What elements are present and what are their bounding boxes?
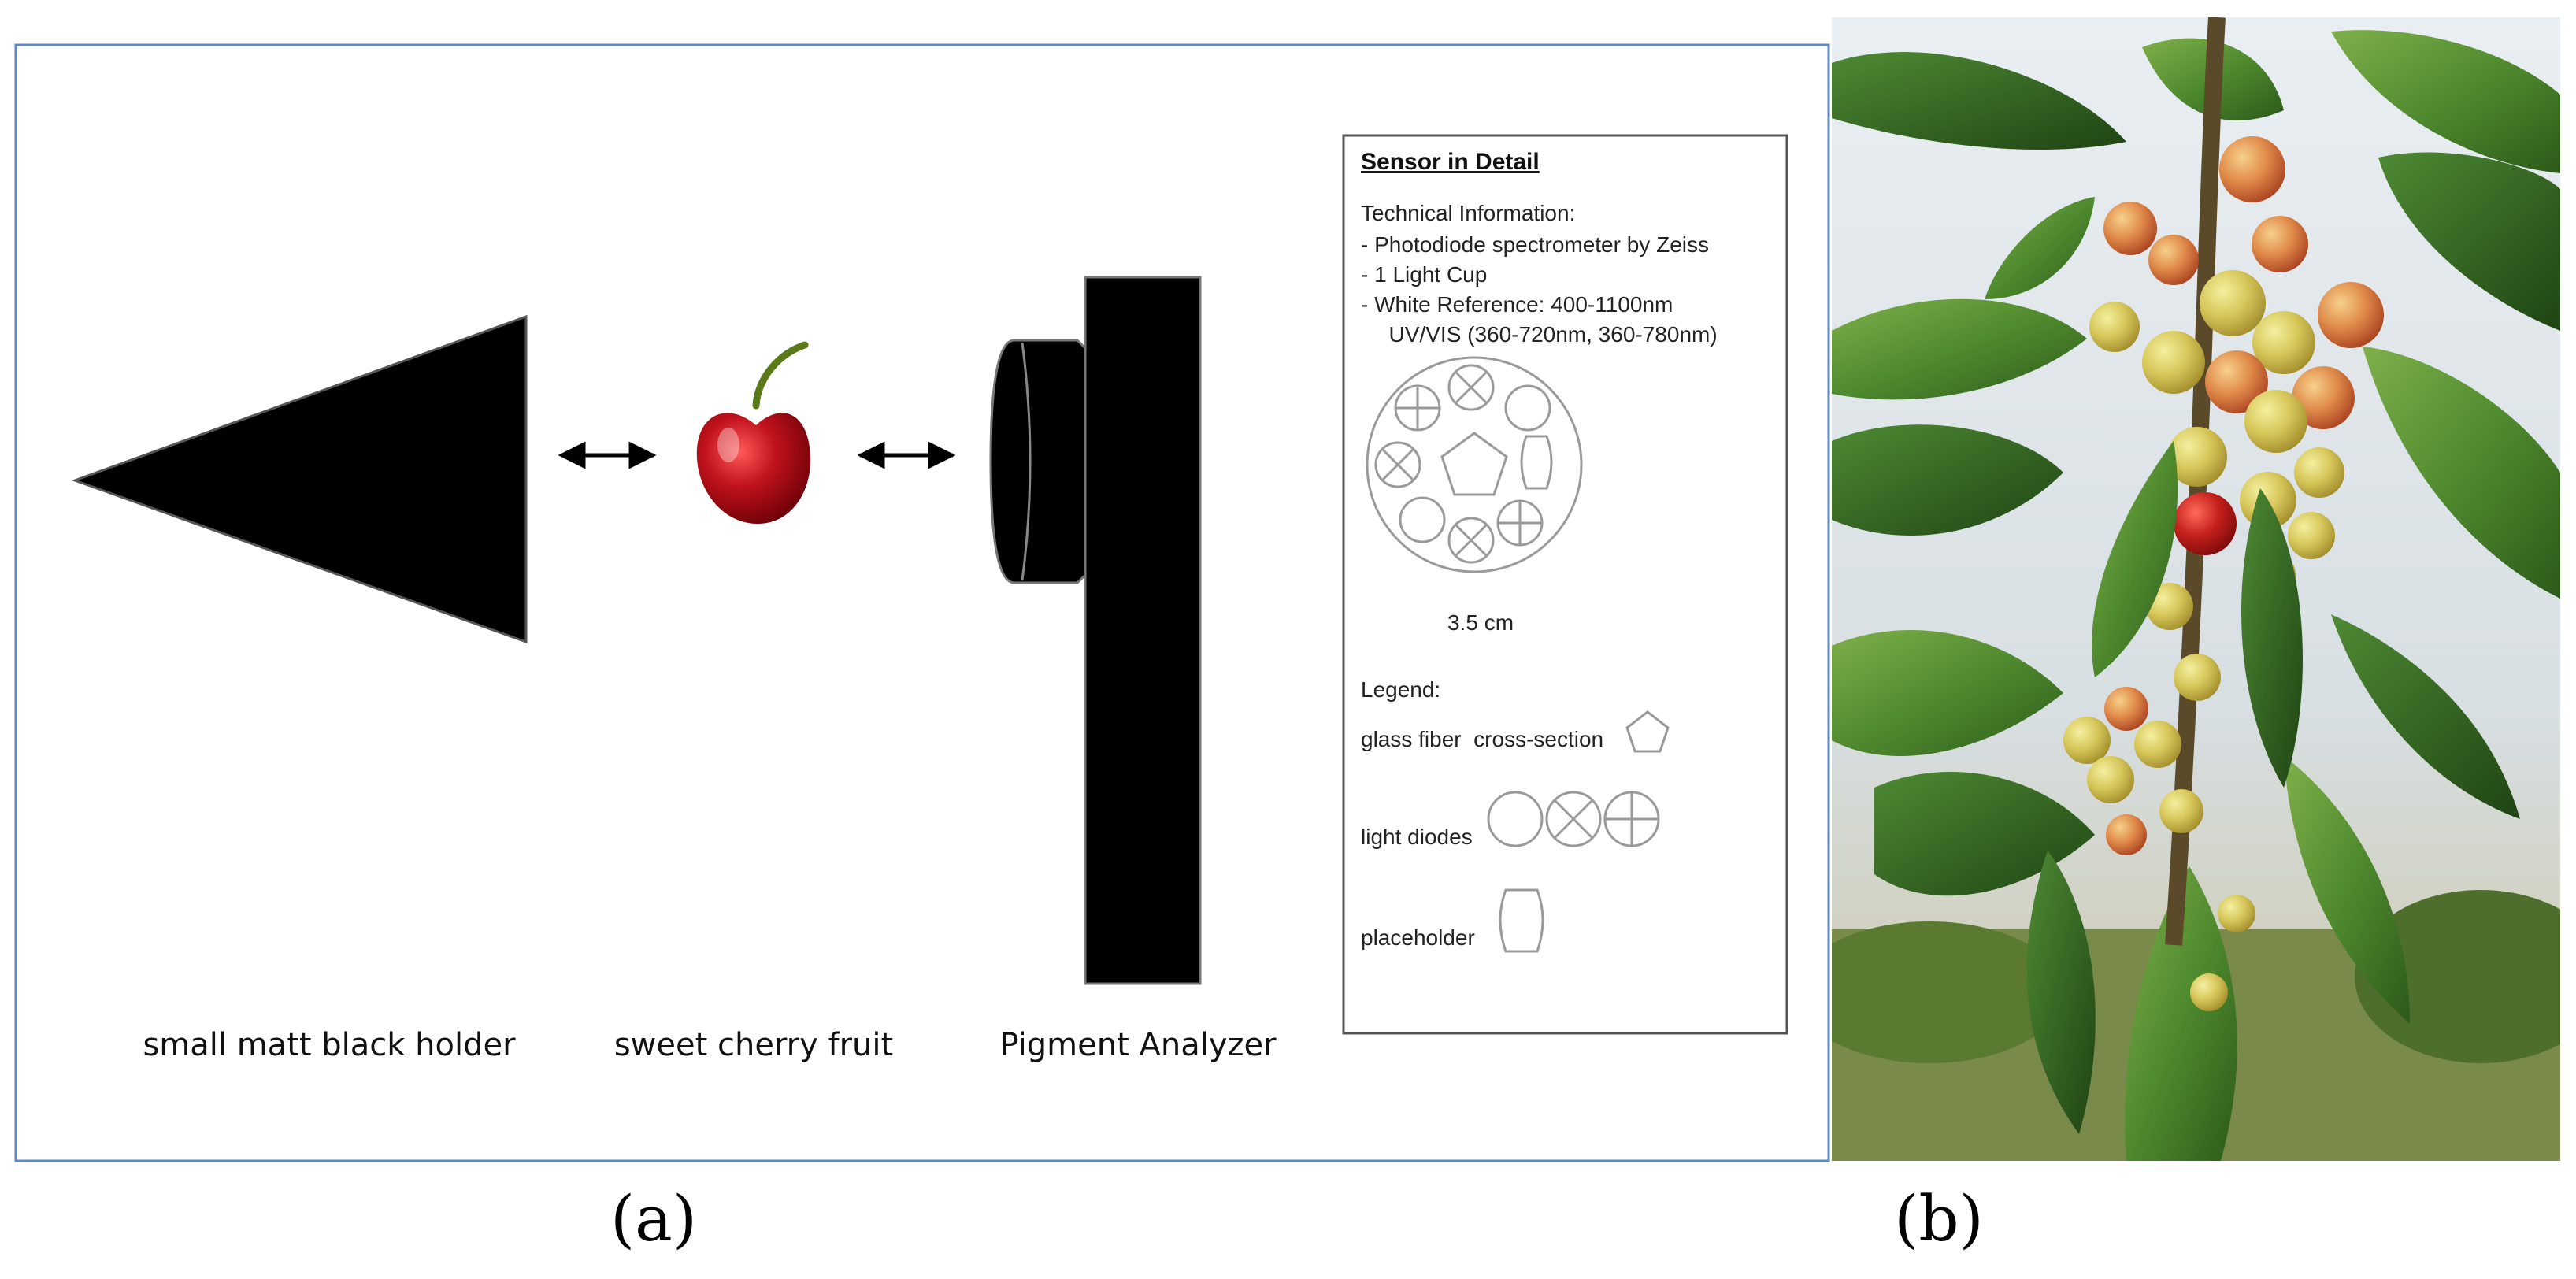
legend-placeholder-label: placeholder — [1361, 925, 1475, 950]
placeholder-icon — [1499, 888, 1544, 953]
label-holder: small matt black holder — [143, 1027, 516, 1063]
sensor-detail-box: Sensor in Detail Technical Information: … — [1342, 134, 1788, 1035]
legend-diodes-label: light diodes — [1361, 825, 1473, 849]
holder-shape — [71, 314, 528, 644]
label-analyzer: Pigment Analyzer — [999, 1027, 1277, 1063]
pigment-analyzer-device — [989, 276, 1202, 985]
legend-fiber-label: glass fiber cross-section — [1361, 727, 1603, 751]
sensor-diameter: 3.5 cm — [1447, 610, 1514, 635]
legend-heading: Legend: — [1361, 677, 1440, 702]
tech-line: - Photodiode spectrometer by Zeiss — [1361, 232, 1709, 257]
tech-heading: Technical Information: — [1361, 201, 1575, 225]
sensor-head-icon — [1366, 356, 1583, 573]
tech-line: - White Reference: 400-1100nm — [1361, 292, 1673, 317]
tech-line: - 1 Light Cup — [1361, 262, 1487, 287]
panel-a: small matt black holder sweet cherry fru… — [14, 43, 1830, 1162]
panel-b-photo — [1832, 17, 2560, 1161]
light-diodes-icon — [1487, 791, 1660, 847]
sensor-title: Sensor in Detail — [1361, 149, 1540, 175]
label-fruit: sweet cherry fruit — [614, 1027, 893, 1063]
tech-line: UV/VIS (360-720nm, 360-780nm) — [1377, 322, 1718, 347]
panel-label-b: (b) — [1894, 1182, 1984, 1255]
pentagon-icon — [1625, 710, 1670, 753]
cherry-icon — [696, 341, 811, 524]
panel-label-a: (a) — [610, 1182, 697, 1255]
